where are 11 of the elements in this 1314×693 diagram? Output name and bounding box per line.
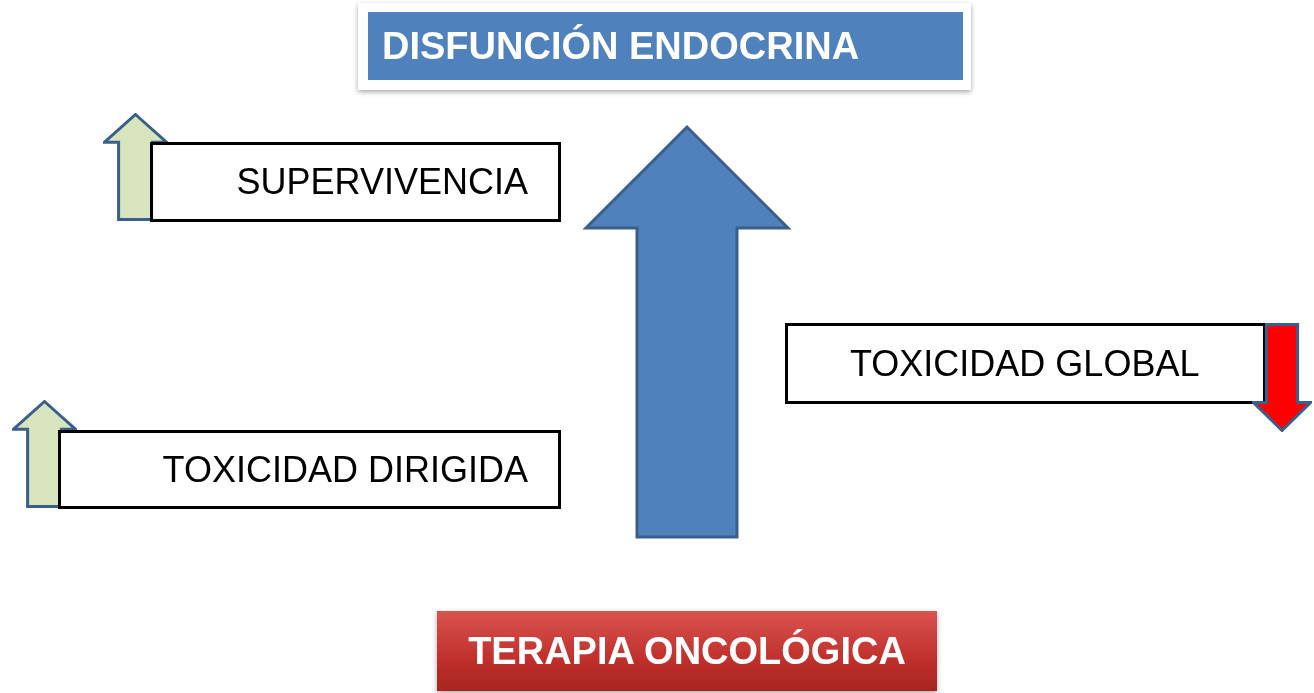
box-label: TOXICIDAD DIRIGIDA [162, 448, 528, 491]
box-label: TOXICIDAD GLOBAL [850, 342, 1200, 385]
title-box [358, 3, 971, 90]
box-label: DISFUNCIÓN ENDOCRINA [382, 24, 860, 68]
label-box [785, 323, 1266, 404]
box-label: SUPERVIVENCIA [236, 161, 528, 203]
block-arrow [582, 124, 792, 539]
box-label: TERAPIA ONCOLÓGICA [468, 629, 906, 673]
therapy-box [437, 611, 937, 691]
label-box [150, 142, 561, 222]
label-box [58, 430, 561, 509]
